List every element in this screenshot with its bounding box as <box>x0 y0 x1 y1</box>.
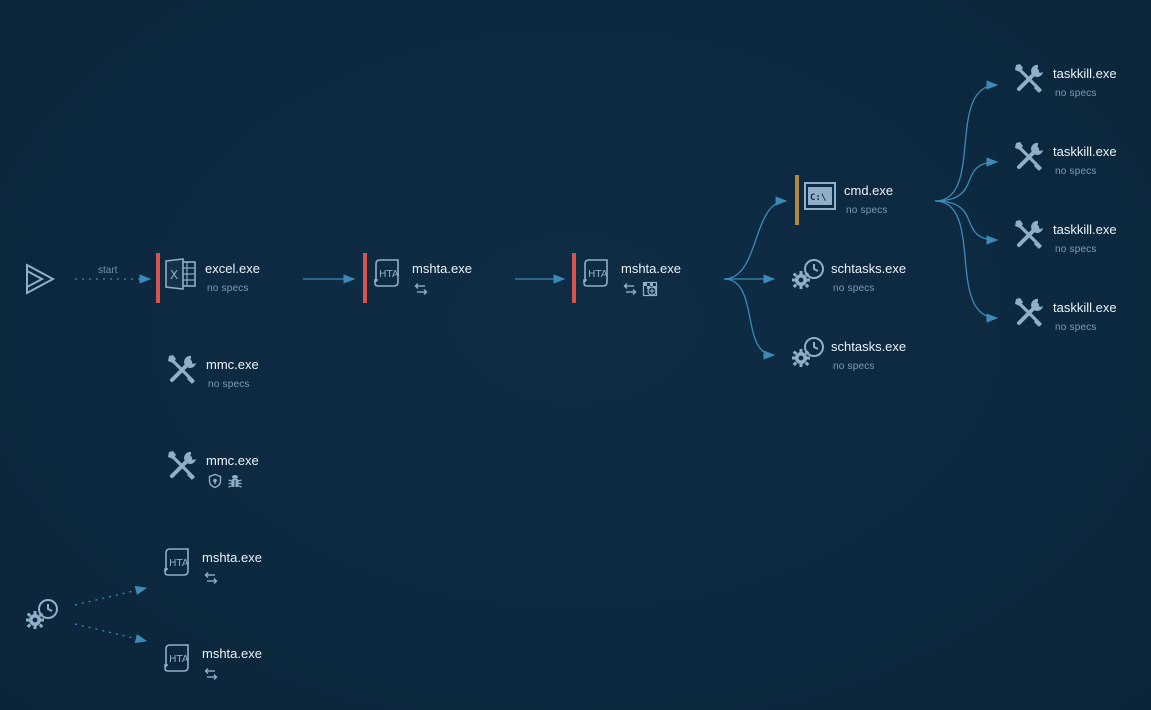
process-node-taskkill-4[interactable]: taskkill.exe no specs <box>1011 295 1151 345</box>
process-name: taskkill.exe <box>1053 300 1117 315</box>
edge-task-to-mshta-1 <box>74 585 148 606</box>
exchange-arrows-icon <box>203 666 219 682</box>
process-node-mshta-1[interactable]: mshta.exe <box>363 253 520 306</box>
edge-cmd-to-taskkill-3 <box>934 200 999 245</box>
process-node-mshta-3[interactable]: mshta.exe <box>160 545 310 595</box>
edge-cmd-to-taskkill-4 <box>934 200 999 323</box>
process-name: mshta.exe <box>412 261 472 276</box>
marker-gold <box>795 175 799 225</box>
process-name: schtasks.exe <box>831 339 907 354</box>
process-node-mshta-2[interactable]: mshta.exe <box>572 253 729 306</box>
scheduled-task-icon <box>789 334 825 370</box>
excel-icon <box>163 256 199 292</box>
process-node-schtasks-1[interactable]: schtasks.exe no specs <box>789 256 939 306</box>
process-node-excel[interactable]: excel.exe no specs <box>156 253 313 306</box>
exchange-arrows-icon <box>413 281 429 297</box>
process-name: mmc.exe <box>206 453 259 468</box>
edge-task-to-mshta-2 <box>74 623 148 644</box>
process-node-mmc-1[interactable]: mmc.exe no specs <box>164 352 314 402</box>
console-icon <box>802 178 838 214</box>
process-spec: no specs <box>208 379 250 390</box>
bug-icon <box>227 473 243 489</box>
marker-red <box>156 253 160 303</box>
tools-icon <box>1011 139 1047 175</box>
process-name: mshta.exe <box>202 550 262 565</box>
process-spec: no specs <box>1055 244 1097 255</box>
edge-cmd-to-taskkill-1 <box>934 80 999 202</box>
process-node-mshta-4[interactable]: mshta.exe <box>160 641 310 691</box>
process-node-mmc-2[interactable]: mmc.exe <box>164 448 314 498</box>
process-name: schtasks.exe <box>831 261 907 276</box>
process-name: taskkill.exe <box>1053 222 1117 237</box>
process-node-schtasks-2[interactable]: schtasks.exe no specs <box>789 334 939 384</box>
process-spec: no specs <box>1055 322 1097 333</box>
exchange-arrows-icon <box>622 281 638 297</box>
process-node-taskkill-3[interactable]: taskkill.exe no specs <box>1011 217 1151 267</box>
play-icon[interactable] <box>21 261 57 297</box>
hta-script-icon <box>370 256 406 292</box>
process-name: mshta.exe <box>202 646 262 661</box>
tools-icon <box>164 448 200 484</box>
hta-script-icon <box>160 545 196 581</box>
tools-icon <box>164 352 200 388</box>
tools-icon <box>1011 217 1047 253</box>
hta-script-icon <box>579 256 615 292</box>
tools-icon <box>1011 295 1047 331</box>
process-name: excel.exe <box>205 261 260 276</box>
edge-mshta-to-schtasks-2 <box>723 278 776 360</box>
process-name: taskkill.exe <box>1053 144 1117 159</box>
process-spec: no specs <box>1055 88 1097 99</box>
process-name: mmc.exe <box>206 357 259 372</box>
process-name: mshta.exe <box>621 261 681 276</box>
process-spec: no specs <box>846 205 888 216</box>
start-label: start <box>98 265 118 276</box>
process-node-taskkill-2[interactable]: taskkill.exe no specs <box>1011 139 1151 189</box>
tools-icon <box>1011 61 1047 97</box>
process-spec: no specs <box>833 361 875 372</box>
process-spec: no specs <box>1055 166 1097 177</box>
scheduled-task-icon[interactable] <box>23 596 59 632</box>
marker-red <box>572 253 576 303</box>
process-node-cmd[interactable]: cmd.exe no specs <box>795 175 952 228</box>
exchange-arrows-icon <box>203 570 219 586</box>
process-node-taskkill-1[interactable]: taskkill.exe no specs <box>1011 61 1151 111</box>
process-spec: no specs <box>833 283 875 294</box>
marker-red <box>363 253 367 303</box>
shield-icon <box>207 473 223 489</box>
network-flag-icon <box>642 281 658 297</box>
process-spec: no specs <box>207 283 249 294</box>
hta-script-icon <box>160 641 196 677</box>
scheduled-task-icon <box>789 256 825 292</box>
process-name: cmd.exe <box>844 183 894 198</box>
edge-mshta-to-cmd <box>723 196 788 280</box>
process-name: taskkill.exe <box>1053 66 1117 81</box>
edge-cmd-to-taskkill-2 <box>934 157 999 202</box>
